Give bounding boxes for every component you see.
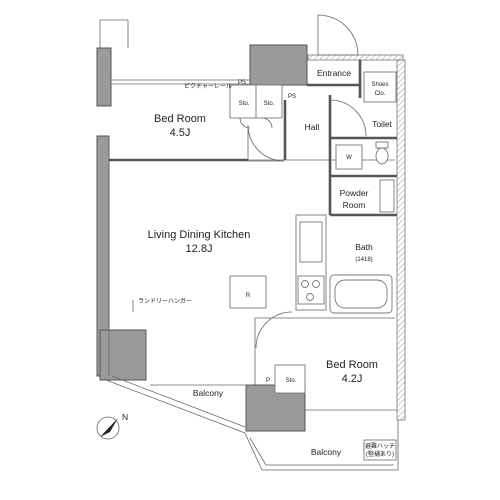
bedroom2-closet: [274, 364, 306, 394]
bedroom1-door[interactable]: [247, 124, 285, 162]
column-bottom-left: [99, 329, 147, 381]
closet-door-left[interactable]: [239, 117, 251, 129]
entrance-label: Entrance: [317, 68, 351, 78]
powder-room-line2: Room: [343, 200, 366, 210]
closet-door-right[interactable]: [261, 117, 273, 129]
storage2-label: Sto.: [264, 101, 275, 107]
balcony-outlines: [105, 375, 399, 471]
compass: N: [96, 412, 128, 440]
ps-right-label: PS: [288, 94, 296, 100]
toilet-bowl: [375, 147, 389, 165]
interior-partitions: [109, 60, 397, 394]
ldk-name: Living Dining Kitchen: [148, 229, 251, 241]
doors: [239, 14, 367, 349]
hall-label: Hall: [305, 122, 320, 132]
vent-hood-line1: 避難ハッチ: [365, 442, 395, 450]
balcony-south-label: Balcony: [311, 447, 342, 457]
kitchen-stove: [297, 275, 325, 305]
fixtures: [132, 71, 397, 314]
ps-left-label: PS: [238, 80, 246, 86]
shoes-closet-line2: Clo.: [375, 91, 386, 97]
washer-label: W: [346, 155, 352, 161]
shoes-closet-line1: Shoes: [371, 82, 388, 88]
compass-north-label: N: [122, 412, 128, 422]
shoes-closet-box: [363, 71, 397, 103]
bath-size: (1418): [355, 257, 372, 263]
fridge-label: R: [246, 293, 251, 299]
toilet-tank: [375, 141, 389, 149]
fixture-labels: PS PS Sto. Sto. Sto. P W R: [238, 80, 352, 384]
balcony-west-label: Balcony: [193, 388, 224, 398]
wall-north-hatched: [307, 54, 404, 61]
compass-arrow-icon: [100, 418, 118, 437]
bath-name: Bath: [355, 242, 373, 252]
laundry-hanger-note: ランドリーハンガー: [138, 297, 192, 305]
plan-notes: ピクチャーレール ランドリーハンガー 避難ハッチ (竪樋あり): [138, 83, 397, 461]
bedroom2-name: Bed Room: [326, 359, 378, 371]
powder-sink: [379, 179, 395, 213]
wall-east-hatched: [396, 59, 406, 421]
washer-box: [335, 144, 363, 170]
bedroom2-size: 4.2J: [342, 373, 363, 385]
fridge-box: [229, 275, 267, 309]
column-top-left: [96, 47, 112, 107]
vent-hood-line2: (竪樋あり): [366, 450, 394, 458]
bedroom1-size: 4.5J: [170, 127, 191, 139]
powder-room-line1: Powder: [340, 188, 369, 198]
storage3-label: Sto.: [286, 378, 297, 384]
ldk-size: 12.8J: [186, 243, 213, 255]
kitchen-sink: [299, 221, 323, 263]
bedroom2-door[interactable]: [255, 311, 293, 349]
entrance-door[interactable]: [317, 14, 359, 56]
pantry-label: P: [266, 378, 270, 384]
picture-rail-note: ピクチャーレール: [184, 83, 232, 90]
vent-hood-box: [363, 439, 397, 461]
column-top-middle: [249, 44, 308, 86]
bedroom1-name: Bed Room: [154, 113, 206, 125]
storage1-label: Sto.: [239, 101, 250, 107]
room-labels: Bed Room 4.5J Living Dining Kitchen 12.8…: [148, 68, 393, 457]
toilet-label: Toilet: [372, 119, 392, 129]
bathtub-inner: [334, 279, 388, 309]
toilet-door[interactable]: [329, 99, 367, 137]
